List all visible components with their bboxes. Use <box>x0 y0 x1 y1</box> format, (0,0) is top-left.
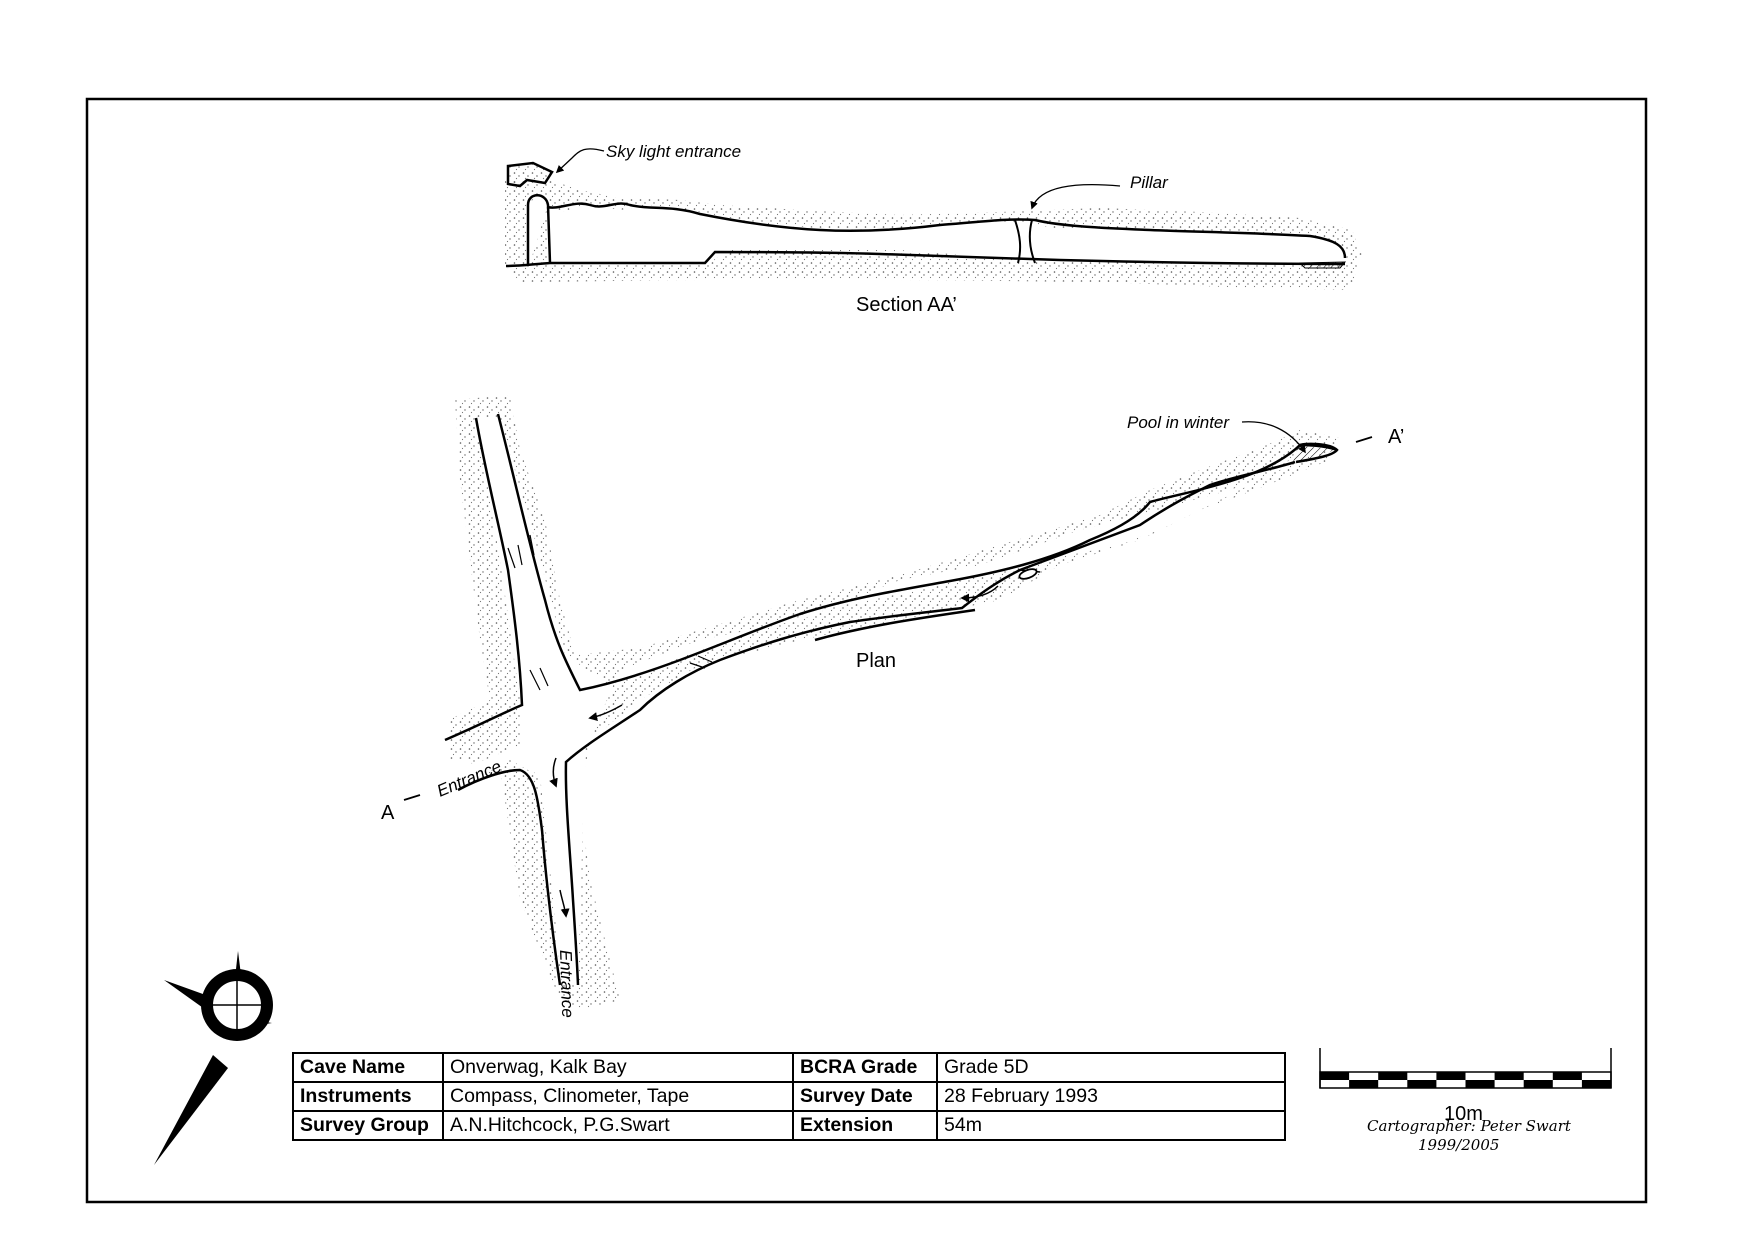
scale-bar-label: 10m <box>1444 1103 1483 1125</box>
pillar-label: Pillar <box>1130 173 1169 192</box>
scale-segment <box>1378 1072 1408 1080</box>
scale-segment <box>1407 1080 1437 1088</box>
west-entrance-label: Entrance <box>434 757 504 801</box>
survey-date-value: 28 February 1993 <box>936 1081 1286 1112</box>
map-frame <box>85 97 1648 1204</box>
section-title: Section AA’ <box>856 294 957 316</box>
scale-segment <box>1581 1080 1611 1088</box>
table-row: Instruments Compass, Clinometer, Tape Su… <box>292 1081 1286 1112</box>
survey-group-key: Survey Group <box>292 1110 444 1141</box>
survey-info-table: Cave Name Onverwag, Kalk Bay BCRA Grade … <box>292 1052 1286 1141</box>
sky-light-entrance-label: Sky light entrance <box>606 142 741 161</box>
plan-title: Plan <box>856 650 896 672</box>
cave-name-key: Cave Name <box>292 1052 444 1083</box>
pool-in-winter-label: Pool in winter <box>1127 413 1230 432</box>
instruments-key: Instruments <box>292 1081 444 1112</box>
survey-date-key: Survey Date <box>792 1081 938 1112</box>
scale-bar: 10m <box>1319 1048 1612 1125</box>
section-end-marker: A’ <box>1388 426 1404 448</box>
section-start-marker: A <box>381 802 395 824</box>
scale-segment <box>1436 1072 1466 1080</box>
survey-group-value: A.N.Hitchcock, P.G.Swart <box>442 1110 794 1141</box>
section-view: Sky light entrance Pillar Section AA’ <box>505 142 1362 316</box>
scale-segment <box>1465 1080 1495 1088</box>
table-row: Cave Name Onverwag, Kalk Bay BCRA Grade … <box>292 1052 1286 1083</box>
scale-segment <box>1552 1072 1582 1080</box>
scale-segment <box>1494 1072 1524 1080</box>
plan-view: Pool in winter A’ A Entrance Entrance Pl… <box>381 395 1404 1018</box>
table-row: Survey Group A.N.Hitchcock, P.G.Swart Ex… <box>292 1110 1286 1141</box>
instruments-value: Compass, Clinometer, Tape <box>442 1081 794 1112</box>
scale-segment <box>1523 1080 1553 1088</box>
bcra-grade-value: Grade 5D <box>936 1052 1286 1083</box>
extension-key: Extension <box>792 1110 938 1141</box>
south-entrance-label: Entrance <box>556 949 577 1018</box>
north-arrow-icon <box>154 951 273 1165</box>
scale-segment <box>1320 1072 1350 1080</box>
cartographer-years: 1999/2005 <box>1418 1136 1499 1154</box>
extension-value: 54m <box>936 1110 1286 1141</box>
scale-segment <box>1349 1080 1379 1088</box>
cave-name-value: Onverwag, Kalk Bay <box>442 1052 794 1083</box>
bcra-grade-key: BCRA Grade <box>792 1052 938 1083</box>
cartographer-credit: Cartographer: Peter Swart <box>1367 1117 1572 1135</box>
